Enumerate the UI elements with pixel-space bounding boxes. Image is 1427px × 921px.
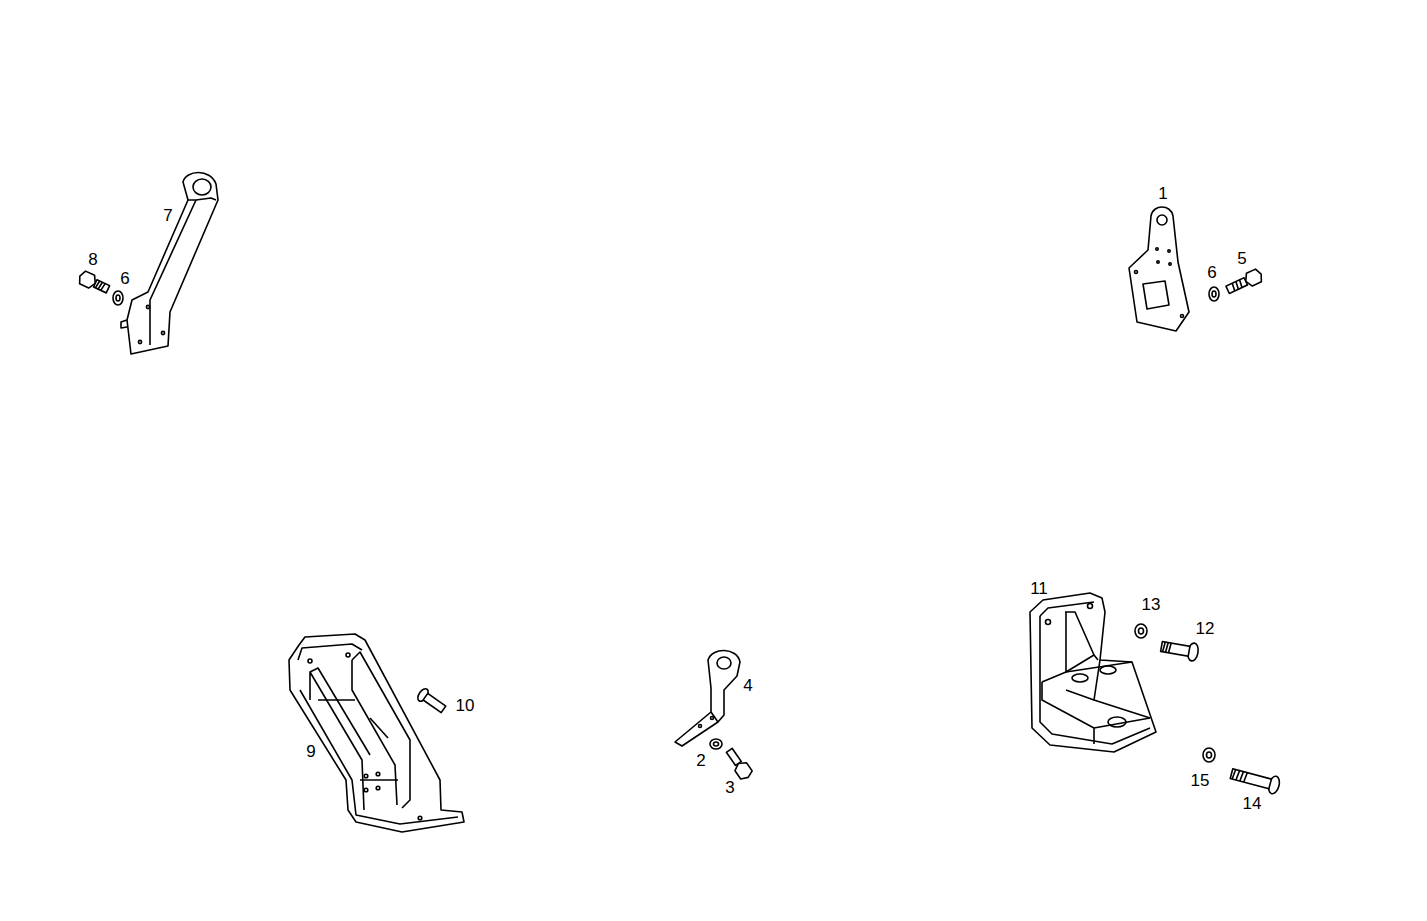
callout-number: 9: [305, 743, 316, 760]
callout-number: 6: [1206, 264, 1217, 281]
callout-number: 10: [455, 697, 476, 714]
callout-number: 8: [87, 251, 98, 268]
callout-number: 6: [119, 270, 130, 287]
washer-6: [1209, 287, 1219, 301]
bolt-12: [1160, 638, 1200, 662]
bracket-7: [121, 173, 218, 355]
bolt-14: [1229, 765, 1281, 795]
callout-number: 13: [1141, 596, 1162, 613]
bolt-5: [1225, 268, 1264, 296]
washer-2: [710, 739, 722, 749]
bracket-9: [289, 634, 464, 832]
callout-number: 4: [742, 677, 753, 694]
callout-number: 7: [162, 207, 173, 224]
callout-number: 5: [1236, 250, 1247, 267]
washer-15: [1203, 748, 1215, 762]
callout-number: 15: [1190, 772, 1211, 789]
bolt-3: [724, 746, 754, 781]
callout-number: 11: [1029, 580, 1049, 597]
callout-number: 2: [695, 752, 706, 769]
bracket-11: [1030, 593, 1156, 752]
washer-13: [1135, 624, 1147, 638]
bolt-8: [77, 270, 111, 296]
callout-number: 14: [1242, 795, 1263, 812]
bracket-4: [675, 650, 740, 746]
bolt-10: [416, 687, 448, 715]
callout-number: 12: [1195, 620, 1216, 637]
callout-number: 3: [724, 779, 735, 796]
washer-6: [113, 291, 123, 305]
plate-1: [1129, 207, 1189, 331]
callout-number: 1: [1157, 185, 1168, 202]
